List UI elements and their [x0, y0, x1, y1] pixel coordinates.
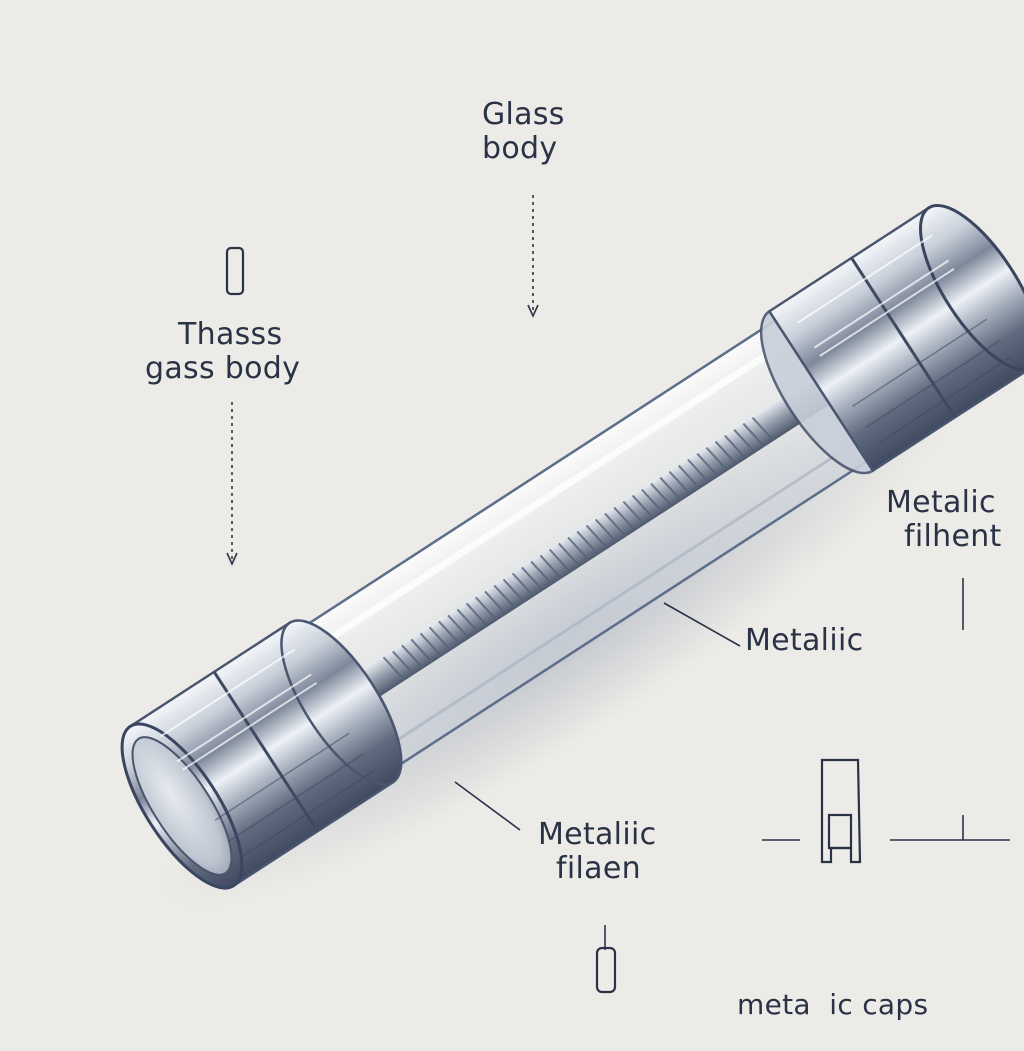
- leader-metallic-mid: [663, 602, 741, 647]
- fuse-glyph-bottom: [595, 946, 617, 994]
- label-line: filhent: [904, 518, 1002, 554]
- coil-ring: [594, 518, 617, 543]
- coil-ring: [714, 440, 737, 465]
- cap-end-face: [131, 736, 233, 876]
- coil-ring: [382, 656, 405, 681]
- metallic-cap-left: [120, 619, 403, 890]
- coil-ring: [585, 524, 608, 549]
- coil-ring: [511, 572, 534, 597]
- label-line: Glass: [482, 97, 565, 132]
- label-metallic-caps: meta ic caps: [737, 926, 928, 1051]
- label-line: Metaliic: [745, 623, 864, 658]
- cap-glyph-inner: [827, 813, 853, 850]
- label-glass-body-left: Thasss gass body: [145, 317, 300, 385]
- label-line: Thasss: [178, 317, 283, 352]
- coil-ring: [650, 482, 673, 507]
- filament-coils: [382, 416, 774, 681]
- fuse-diagram: Glass body Thasss gass body Metalic filh…: [120, 98, 1024, 1020]
- coil-ring: [696, 452, 719, 477]
- coil-ring: [465, 602, 488, 627]
- metallic-cap-right: [759, 203, 1024, 475]
- coil-ring: [428, 626, 451, 651]
- glass-highlight: [273, 317, 823, 677]
- coil-ring: [391, 650, 414, 675]
- coil-ring: [576, 530, 599, 555]
- arrow-glass-body-top: [527, 304, 539, 318]
- label-metallic-mid: Metaliic: [745, 624, 863, 658]
- coil-ring: [705, 446, 728, 471]
- fuse-illustration: [120, 195, 1024, 994]
- label-glass-body-top: Glass body: [482, 98, 565, 165]
- coil-ring: [539, 554, 562, 579]
- coil-ring: [475, 596, 498, 621]
- coil-ring: [668, 470, 691, 495]
- coil-ring: [724, 434, 747, 459]
- label-line: gass body: [145, 350, 301, 386]
- coil-ring: [742, 422, 765, 447]
- label-metallic-filament: Metaliic filaen: [538, 818, 656, 885]
- coil-ring: [604, 512, 627, 537]
- coil-ring: [677, 464, 700, 489]
- coil-ring: [641, 488, 664, 513]
- coil-ring: [447, 614, 470, 639]
- label-line: Metalic: [886, 485, 996, 520]
- glass-lower-edge: [340, 421, 888, 778]
- coil-ring: [456, 608, 479, 633]
- coil-ring: [521, 566, 544, 591]
- leader-lines: [226, 195, 1010, 950]
- coil-ring: [558, 542, 581, 567]
- coil-ring: [401, 644, 424, 669]
- coil-ring: [733, 428, 756, 453]
- coil-ring: [438, 620, 461, 645]
- coil-ring: [631, 494, 654, 519]
- coil-ring: [613, 506, 636, 531]
- coil-ring: [622, 500, 645, 525]
- coil-ring: [548, 548, 571, 573]
- coil-ring: [484, 590, 507, 615]
- label-line: filaen: [556, 850, 641, 886]
- fuse-body: [120, 203, 1024, 890]
- coil-ring: [567, 536, 590, 561]
- label-line: meta ic caps: [737, 987, 929, 1021]
- label-metallic-right: Metalic filhent: [886, 486, 1002, 553]
- leader-metallic-filament: [454, 781, 521, 831]
- coil-ring: [687, 458, 710, 483]
- coil-ring: [419, 632, 442, 657]
- coil-ring: [493, 584, 516, 609]
- label-line: Metaliic: [538, 817, 657, 852]
- fuse-glyph-top: [225, 246, 245, 296]
- label-line: body: [482, 130, 558, 166]
- arrow-glass-body-left: [226, 552, 238, 566]
- coil-ring: [502, 578, 525, 603]
- cap-glyph: [820, 758, 862, 864]
- coil-ring: [410, 638, 433, 663]
- coil-ring: [659, 476, 682, 501]
- coil-ring: [751, 416, 774, 441]
- label-glyphs: [225, 246, 862, 994]
- coil-ring: [530, 560, 553, 585]
- metallic-filament: [304, 367, 848, 733]
